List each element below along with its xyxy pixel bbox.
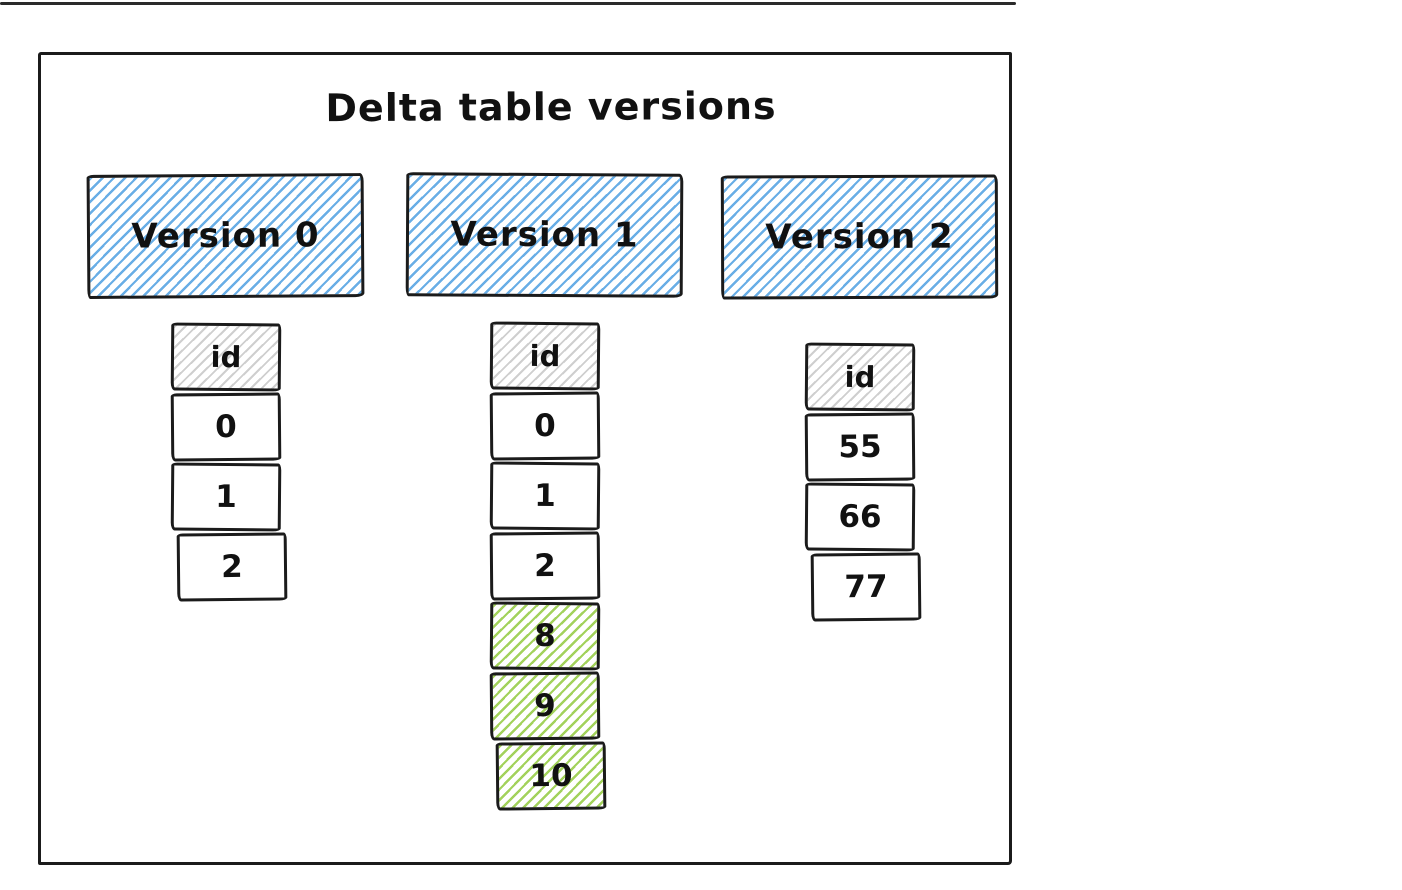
table-cell: 2 xyxy=(489,531,600,601)
table-cell: 2 xyxy=(176,532,287,602)
table-cell: 10 xyxy=(495,741,606,811)
column-header-cell: id xyxy=(489,321,600,391)
diagram-title: Delta table versions xyxy=(325,83,777,131)
table-cell: 0 xyxy=(489,391,600,461)
table-cell: 55 xyxy=(804,412,915,482)
column-header-cell: id xyxy=(170,322,281,392)
table-cell: 1 xyxy=(170,462,281,532)
table-cell: 0 xyxy=(170,392,281,462)
table-cell: 1 xyxy=(489,461,600,531)
table-cell: 8 xyxy=(489,601,600,671)
version-header: Version 0 xyxy=(86,173,365,299)
table-cell: 66 xyxy=(804,482,915,552)
table-cell: 9 xyxy=(489,671,600,741)
image-top-edge-line xyxy=(0,2,1016,5)
version-header: Version 2 xyxy=(720,174,999,300)
column-header-cell: id xyxy=(804,342,915,412)
table-cell: 77 xyxy=(810,552,921,622)
version-header: Version 1 xyxy=(405,172,684,298)
